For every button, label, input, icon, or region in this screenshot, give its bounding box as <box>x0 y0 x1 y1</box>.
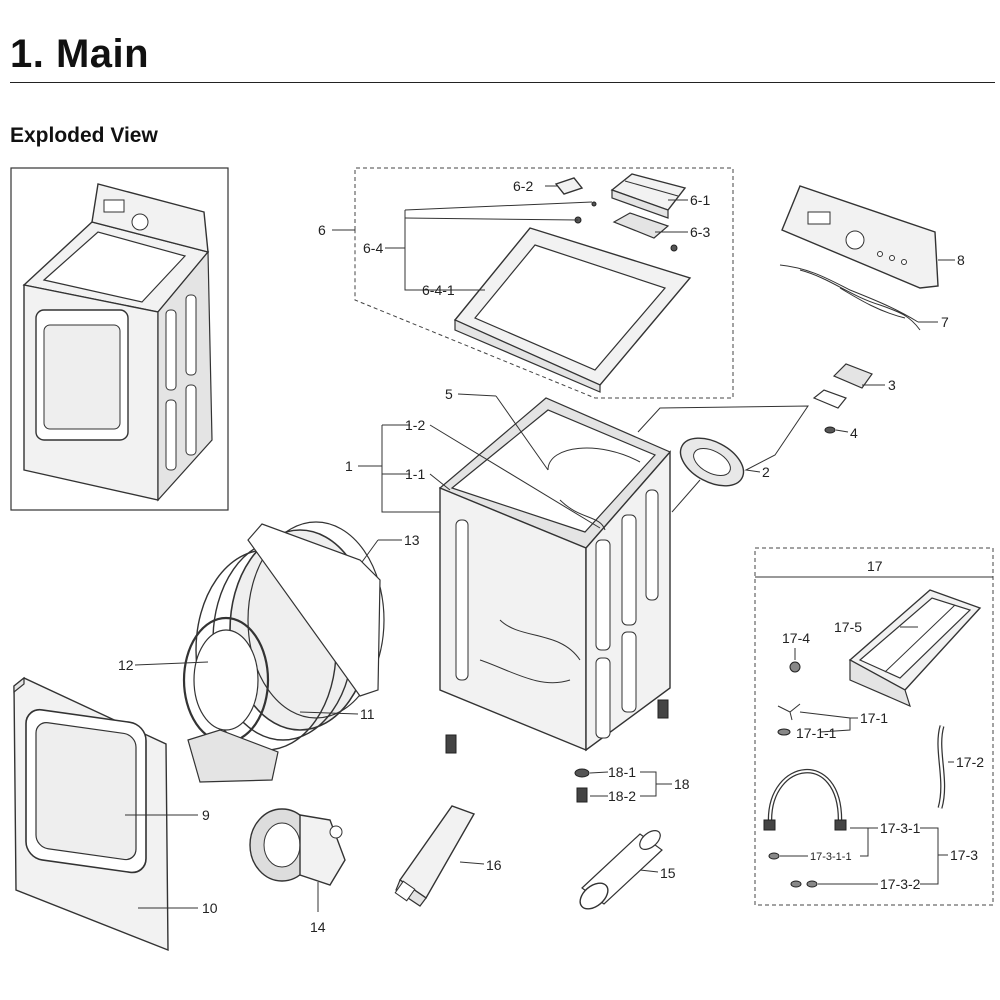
section-title: Exploded View <box>10 124 158 147</box>
part-6-1-filter-cover <box>610 173 687 219</box>
group-17-box <box>754 547 994 906</box>
label-17-3-1-1: 17-3-1-1 <box>810 851 852 863</box>
part-6-4-1-top-cover <box>453 227 692 393</box>
part-17-3-1-1-washer <box>768 852 780 860</box>
label-15: 15 <box>660 865 676 881</box>
part-8-control-panel <box>781 185 939 289</box>
part-17-3-2-washer-b <box>806 880 818 888</box>
part-15-exhaust-duct <box>579 830 663 910</box>
part-16-heater <box>394 805 476 907</box>
part-4-sensor <box>824 426 836 434</box>
part-1-cabinet <box>438 397 671 752</box>
label-17-2: 17-2 <box>956 754 984 770</box>
label-9: 9 <box>202 807 210 823</box>
part-7-wire-harness <box>779 264 921 331</box>
page-title: 1. Main <box>10 32 150 76</box>
leader-lines <box>125 185 955 912</box>
part-17-4-washer <box>789 661 801 673</box>
label-6-3: 6-3 <box>690 224 710 240</box>
label-6-4: 6-4 <box>363 240 383 256</box>
part-9-door <box>25 708 147 874</box>
label-16: 16 <box>486 857 502 873</box>
part-3-pcb-bracket <box>832 363 873 389</box>
label-17-3-2: 17-3-2 <box>880 876 921 892</box>
label-6-2: 6-2 <box>513 178 533 194</box>
label-1: 1 <box>345 458 353 474</box>
label-18: 18 <box>674 776 690 792</box>
label-3: 3 <box>888 377 896 393</box>
label-8: 8 <box>957 252 965 268</box>
part-2-duct-cover <box>679 437 745 487</box>
label-4: 4 <box>850 425 858 441</box>
label-6-1: 6-1 <box>690 192 710 208</box>
part-17-3-2-washer-a <box>790 880 802 888</box>
label-11: 11 <box>360 706 375 722</box>
part-17-2-tube-inner <box>938 725 944 809</box>
label-17-5: 17-5 <box>834 619 862 635</box>
part-6-2-hinge <box>554 177 584 195</box>
part-6-3-bracket <box>612 212 670 239</box>
label-5: 5 <box>445 386 453 402</box>
label-13: 13 <box>404 532 420 548</box>
part-17-3-hose <box>767 768 843 821</box>
label-12: 12 <box>118 657 134 673</box>
part-13-rear-bulkhead <box>247 523 381 697</box>
label-17-4: 17-4 <box>782 630 810 646</box>
label-18-2: 18-2 <box>608 788 636 804</box>
label-2: 2 <box>762 464 770 480</box>
label-17-3: 17-3 <box>950 847 978 863</box>
label-18-1: 18-1 <box>608 764 636 780</box>
title-divider <box>10 82 995 83</box>
part-3-pcb <box>812 389 847 409</box>
label-17: 17 <box>867 558 883 574</box>
label-14: 14 <box>310 919 326 935</box>
label-1-2: 1-2 <box>405 417 425 433</box>
label-17-1-1: 17-1-1 <box>796 725 837 741</box>
part-14-blower <box>249 808 346 886</box>
group-6-box <box>354 167 734 399</box>
part-17-5-rack <box>848 589 982 708</box>
label-17-3-1: 17-3-1 <box>880 820 921 836</box>
part-18-feet <box>445 699 669 803</box>
label-10: 10 <box>202 900 218 916</box>
label-6-4-1: 6-4-1 <box>422 282 455 298</box>
label-7: 7 <box>941 314 949 330</box>
part-12-front-bulkhead <box>182 616 279 783</box>
assembled-dryer-overview <box>10 167 229 511</box>
label-1-1: 1-1 <box>405 466 425 482</box>
part-17-1-y-connector <box>777 703 801 736</box>
label-6: 6 <box>318 222 326 238</box>
label-17-1: 17-1 <box>860 710 888 726</box>
